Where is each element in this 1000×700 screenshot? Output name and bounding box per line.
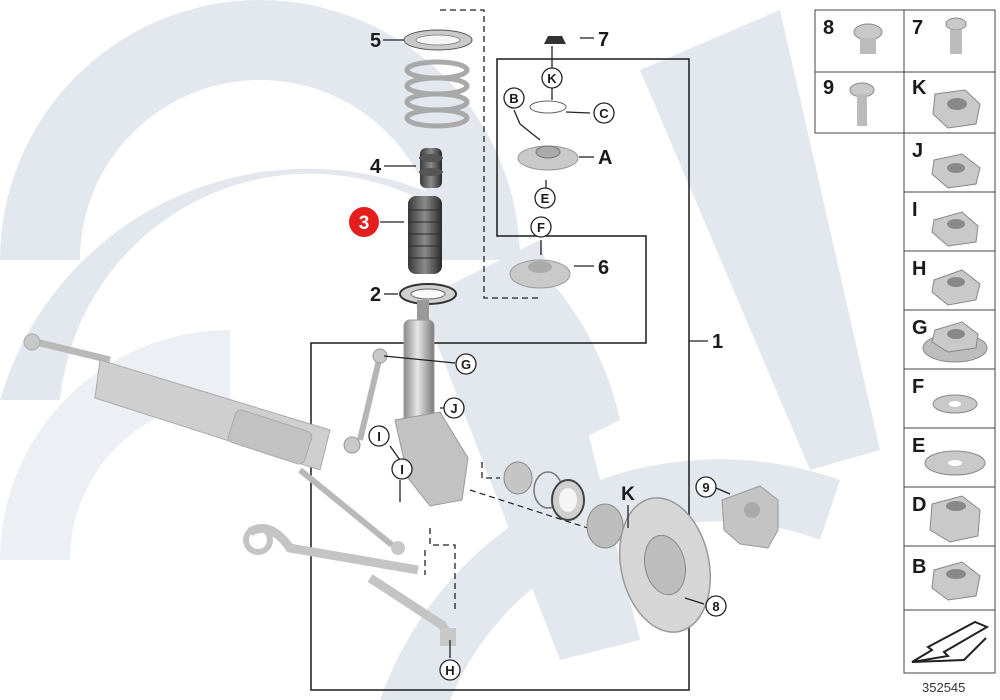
watermark-background: [0, 0, 880, 700]
svg-text:C: C: [599, 106, 609, 121]
lock-nut-icon: [931, 269, 981, 306]
svg-text:K: K: [912, 77, 927, 99]
svg-text:E: E: [912, 435, 925, 457]
brake-caliper: [721, 485, 779, 549]
panel-cell-F: F: [912, 376, 978, 414]
stabilizer-link: [343, 348, 388, 454]
callout-7: 7: [598, 29, 609, 51]
svg-text:I: I: [912, 199, 918, 221]
protective-boot: [408, 196, 442, 274]
spring-seat: [403, 29, 473, 51]
tall-nut-icon: [929, 495, 981, 543]
callout-A: A: [598, 147, 612, 169]
svg-text:9: 9: [823, 77, 834, 99]
panel-cell-9: 9: [823, 77, 875, 126]
bump-stop: [419, 148, 443, 188]
svg-text:G: G: [461, 357, 471, 372]
hex-nut-icon: [931, 561, 981, 601]
svg-text:J: J: [450, 401, 457, 416]
svg-text:H: H: [912, 258, 926, 280]
svg-text:B: B: [509, 91, 518, 106]
push-rivet-icon: [945, 17, 967, 31]
svg-text:E: E: [541, 191, 550, 206]
panel-cell-B: B: [912, 556, 981, 601]
callout-circle-I-lower: I: [391, 458, 413, 480]
panel-cell-I: I: [912, 199, 979, 247]
number-callouts: 5 4 2 7 A 6 1: [370, 29, 723, 353]
panel-cell-K: K: [912, 77, 981, 129]
circle-callouts: K B C E F G J I I K 9 8 H: [368, 67, 727, 681]
parts-panel: 8 7 9 K J I H: [814, 9, 996, 674]
self-locking-nut-icon: [931, 211, 979, 247]
callout-circle-J: J: [443, 397, 465, 419]
callout-circle-8: 8: [705, 595, 727, 617]
callout-4: 4: [370, 156, 382, 178]
svg-text:I: I: [377, 429, 381, 444]
direction-arrow-icon[interactable]: [911, 620, 990, 663]
shock-absorber: [394, 300, 469, 507]
svg-text:J: J: [912, 140, 923, 162]
panel-cell-8: 8: [823, 17, 883, 54]
highlight-callout-3[interactable]: 3: [349, 207, 404, 237]
callout-circle-C: C: [593, 102, 615, 124]
svg-text:G: G: [912, 317, 928, 339]
callout-1: 1: [712, 331, 723, 353]
panel-cell-7: 7: [912, 17, 967, 54]
top-mount-assembly: [509, 36, 579, 289]
callout-circle-K-top: K: [541, 67, 563, 89]
callout-circle-I-upper: I: [368, 425, 390, 447]
steering-rack: [23, 333, 405, 555]
svg-text:F: F: [912, 376, 924, 398]
callout-6: 6: [598, 257, 609, 279]
svg-text:I: I: [400, 462, 404, 477]
svg-text:7: 7: [912, 17, 923, 39]
wheel-bearing: [503, 461, 633, 549]
callout-circle-F: F: [530, 216, 552, 238]
lower-spring-pad: [399, 283, 457, 305]
coil-spring: [404, 59, 470, 129]
callout-5: 5: [370, 30, 381, 52]
svg-text:K: K: [621, 484, 635, 505]
svg-text:8: 8: [712, 599, 719, 614]
panel-cell-H: H: [912, 258, 981, 306]
bolt-flange-icon: [853, 23, 883, 41]
svg-text:9: 9: [702, 480, 709, 495]
panel-cell-J: J: [912, 140, 981, 189]
dashed-leader: [440, 9, 538, 299]
callout-2: 2: [370, 284, 381, 306]
callout-circle-G: G: [455, 353, 477, 375]
callout-circle-H: H: [439, 659, 461, 681]
control-arm: [243, 524, 456, 646]
panel-cell-E: E: [912, 435, 986, 476]
svg-text:D: D: [912, 494, 926, 516]
svg-text:K: K: [547, 71, 557, 86]
callout-circle-B: B: [503, 87, 525, 109]
highlight-callout-label: 3: [359, 213, 370, 234]
hub-dashed-axis: [424, 462, 500, 610]
callout-K-mid: K: [621, 484, 635, 505]
callout-circle-9: 9: [695, 476, 717, 498]
leader-lines: [383, 37, 731, 658]
panel-cell-D: D: [912, 494, 981, 543]
svg-text:F: F: [537, 220, 545, 235]
callout-circle-E: E: [534, 187, 556, 209]
svg-text:H: H: [445, 663, 454, 678]
panel-cell-G: G: [912, 317, 988, 363]
svg-text:B: B: [912, 556, 926, 578]
svg-text:8: 8: [823, 17, 834, 39]
diagram-id-label: 352545: [922, 680, 965, 695]
